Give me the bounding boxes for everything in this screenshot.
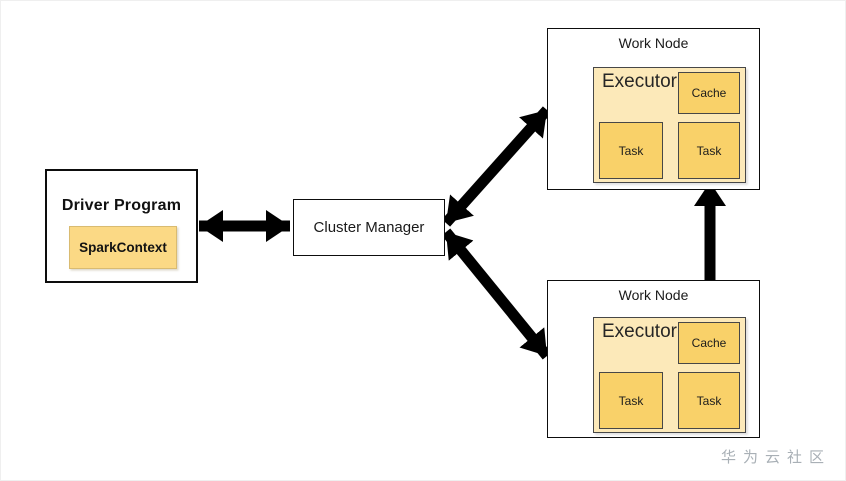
work-node-bottom-box: Work Node Executor Cache Task Task	[547, 280, 760, 438]
task-box: Task	[678, 372, 740, 429]
task-box: Task	[599, 372, 663, 429]
executor-box: Executor Cache Task Task	[593, 317, 746, 433]
arrow-cluster-worknode-top	[441, 106, 552, 227]
work-node-title: Work Node	[618, 287, 689, 303]
huawei-cloud-watermark: 华为云社区	[720, 449, 831, 466]
executor-label: Executor	[602, 321, 677, 342]
work-node-top-box: Work Node Executor Cache Task Task	[547, 28, 760, 190]
cluster-manager-box: Cluster Manager	[293, 199, 445, 256]
cache-box: Cache	[678, 72, 740, 114]
driver-program-title: Driver Program	[61, 197, 182, 214]
cache-box: Cache	[678, 322, 740, 364]
driver-program-box: Driver Program SparkContext	[45, 169, 198, 283]
arrow-cluster-worknode-bottom	[441, 228, 552, 360]
executor-box: Executor Cache Task Task	[593, 67, 746, 183]
cluster-manager-label: Cluster Manager	[313, 219, 425, 236]
task-box: Task	[678, 122, 740, 179]
executor-label: Executor	[602, 71, 677, 92]
task-box: Task	[599, 122, 663, 179]
spark-context-box: SparkContext	[69, 226, 177, 269]
work-node-title: Work Node	[618, 35, 689, 51]
